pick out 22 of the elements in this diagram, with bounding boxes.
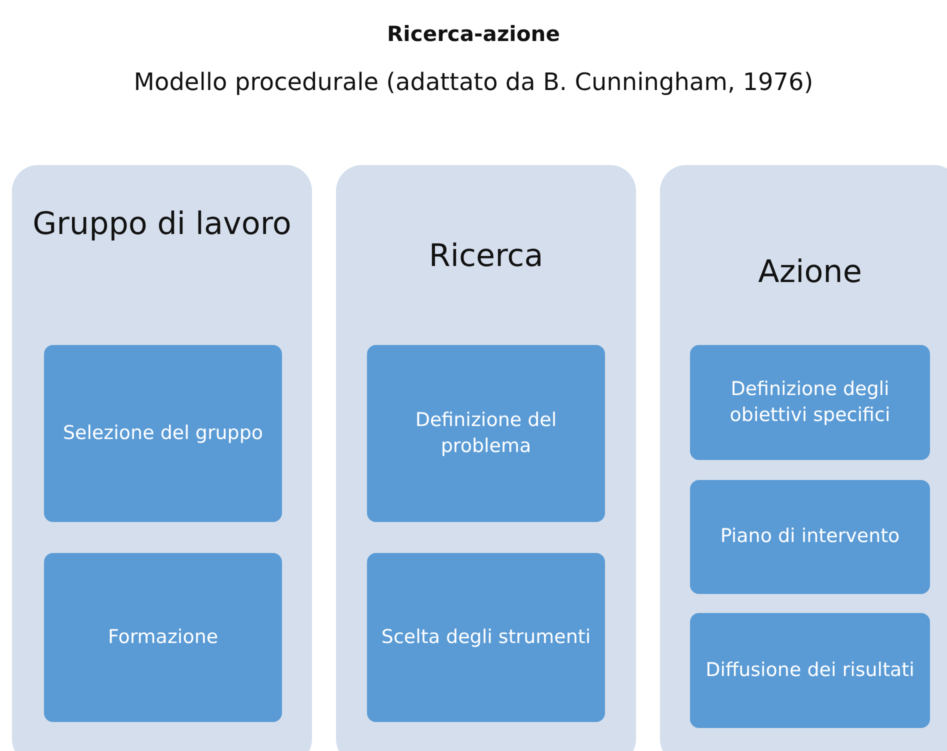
step-box [44, 553, 282, 722]
step-box [367, 553, 605, 722]
step-box [690, 480, 930, 594]
step-label: Piano di intervento [720, 524, 900, 550]
step-box [690, 613, 930, 728]
step-box [690, 345, 930, 460]
diagram-title: Ricerca-azione [387, 22, 560, 46]
step-label: Diffusione dei risultati [706, 658, 914, 683]
column-panel [12, 165, 312, 751]
step-label: Scelta degli strumenti [381, 624, 591, 650]
step-label: Definizione degli obiettivi specifici [728, 376, 892, 428]
step-label: Definizione del problema [414, 408, 558, 458]
step-box [44, 345, 282, 522]
step-label: Selezione del gruppo [62, 420, 264, 446]
column-panel [660, 165, 947, 751]
step-label: Formazione [108, 624, 218, 650]
column-heading: Ricerca [428, 237, 544, 276]
column-heading: Gruppo di lavoro [32, 205, 292, 244]
column-panel [336, 165, 636, 751]
diagram-subtitle: Modello procedurale (adattato da B. Cunningham, 1976) [134, 68, 814, 96]
column-heading: Azione [757, 253, 863, 292]
step-box [367, 345, 605, 522]
